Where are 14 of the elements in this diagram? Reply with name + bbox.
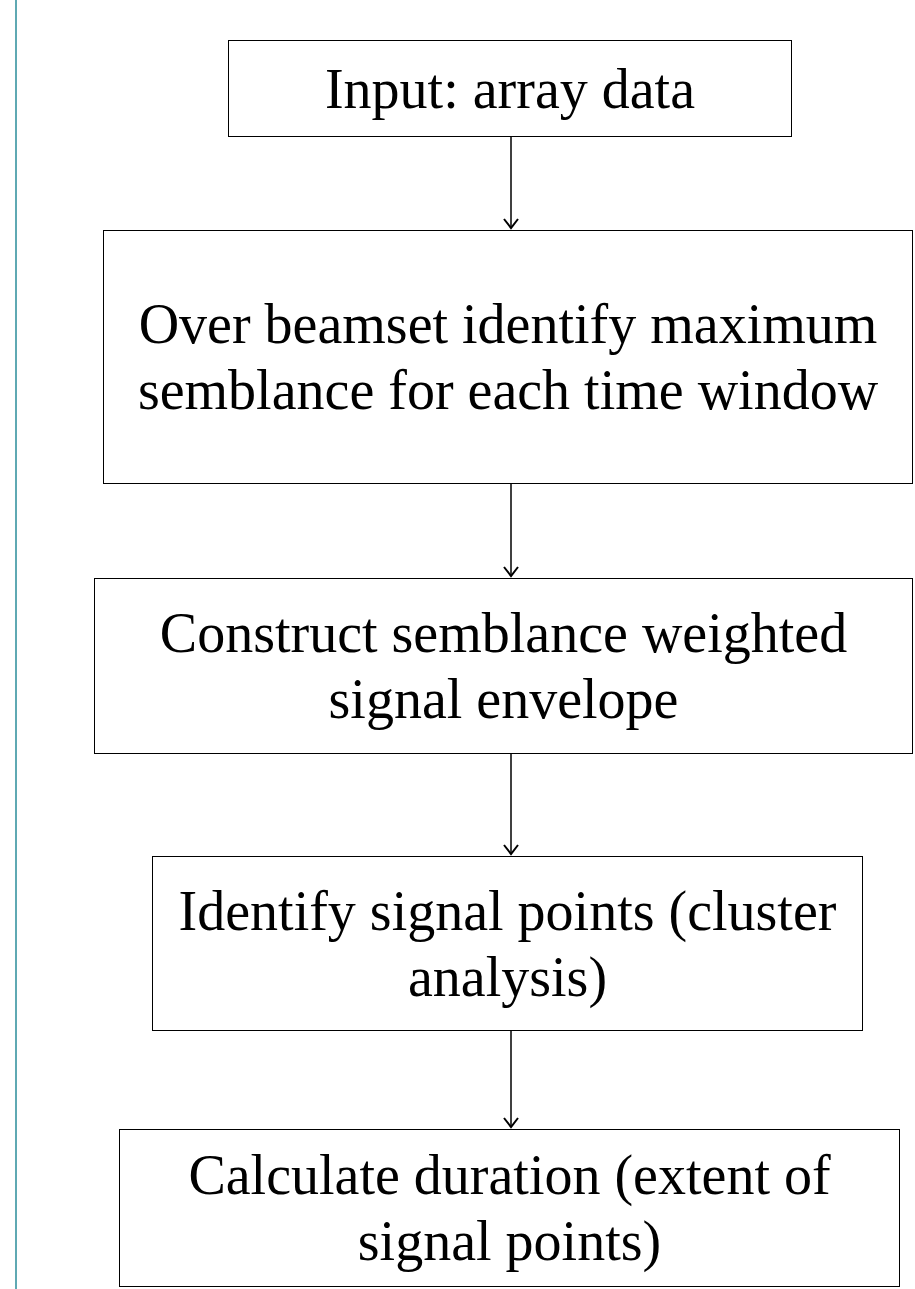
process-box [152,856,863,1031]
arrow [503,1030,519,1128]
step-text: Calculate duration (extent of signal points) [187,1143,832,1274]
process-box [119,1129,900,1287]
step-text: Over beamset identify maximum semblance for each time window [136,292,880,423]
process-box [94,578,913,754]
arrow [503,753,519,855]
arrow [503,136,519,229]
step-text: Construct semblance weighted signal envelope [158,601,849,732]
step-text: Input: array data [324,56,695,122]
arrow [503,483,519,577]
process-box [103,230,913,484]
process-box [228,40,792,137]
step-text: Identify signal points (cluster analysis) [177,878,838,1010]
